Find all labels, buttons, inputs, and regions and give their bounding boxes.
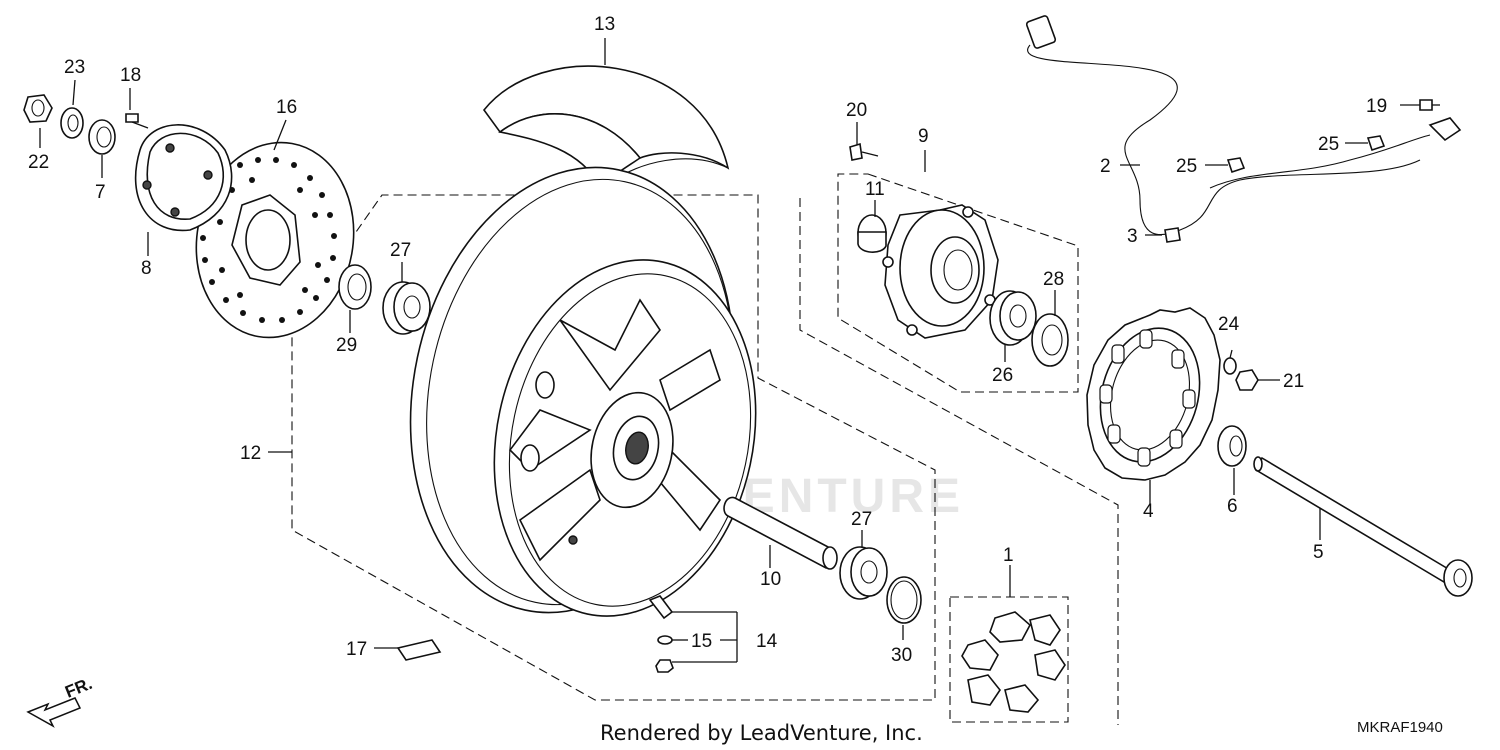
- callout-9: 9: [918, 126, 929, 147]
- assembly-outlines: [291, 173, 1119, 725]
- brake-disc: [195, 141, 355, 339]
- callout-30: 30: [891, 645, 912, 666]
- pulser-ring: [134, 124, 233, 232]
- left-small-parts: [23, 94, 149, 155]
- callout-6: 6: [1227, 496, 1238, 517]
- hub-assembly-outline: [837, 173, 1079, 393]
- callout-10: 10: [760, 569, 781, 590]
- direction-text: FR.: [62, 674, 95, 702]
- callout-4: 4: [1143, 501, 1154, 522]
- sensor-harness: [1025, 15, 1462, 243]
- callout-27-lower: 27: [851, 509, 872, 530]
- bearings-and-seals: [338, 264, 922, 624]
- damper-rubbers: [961, 611, 1066, 713]
- footer-credit: Rendered by LeadVenture, Inc.: [600, 721, 923, 745]
- callout-15: 15: [691, 631, 712, 652]
- callout-5: 5: [1313, 542, 1324, 563]
- callout-labels: 1 2 3 4 5 6 7 8 9 10 11 12 13 14 15 16 1…: [28, 14, 1387, 666]
- callout-1: 1: [1003, 545, 1014, 566]
- callout-16: 16: [276, 97, 297, 118]
- callout-14: 14: [756, 631, 778, 652]
- callout-24: 24: [1218, 314, 1240, 335]
- callout-29: 29: [336, 335, 357, 356]
- wheel-rim: [409, 166, 757, 617]
- axle-parts: [1217, 357, 1473, 597]
- callout-20: 20: [846, 100, 867, 121]
- leader-lines: [39, 38, 1420, 663]
- callout-23: 23: [64, 57, 85, 78]
- valve-parts: [396, 595, 674, 673]
- callout-11: 11: [865, 179, 885, 200]
- final-driven-outline: [799, 198, 1119, 725]
- front-direction-marker: FR.: [26, 674, 95, 728]
- callout-17: 17: [346, 639, 367, 660]
- damper-group-outline: [949, 596, 1069, 723]
- wheel-assembly-outline: [291, 194, 936, 701]
- callout-22: 22: [28, 152, 49, 173]
- callout-2: 2: [1100, 156, 1111, 177]
- callout-27-upper: 27: [390, 240, 411, 261]
- callout-8: 8: [141, 258, 152, 279]
- callout-26: 26: [992, 365, 1013, 386]
- callout-19: 19: [1366, 96, 1387, 117]
- callout-25-left: 25: [1176, 156, 1197, 177]
- callout-21: 21: [1283, 371, 1304, 392]
- callout-25-right: 25: [1318, 134, 1339, 155]
- driven-flange: [849, 142, 1069, 367]
- callout-12: 12: [240, 443, 261, 464]
- callout-18: 18: [120, 65, 141, 86]
- sprocket: [1086, 307, 1221, 481]
- callout-7: 7: [95, 182, 106, 203]
- front-arrow-icon: [26, 697, 82, 728]
- diagram-code: MKRAF1940: [1357, 719, 1443, 736]
- callout-13: 13: [594, 14, 615, 35]
- callout-3: 3: [1127, 226, 1138, 247]
- callout-28: 28: [1043, 269, 1064, 290]
